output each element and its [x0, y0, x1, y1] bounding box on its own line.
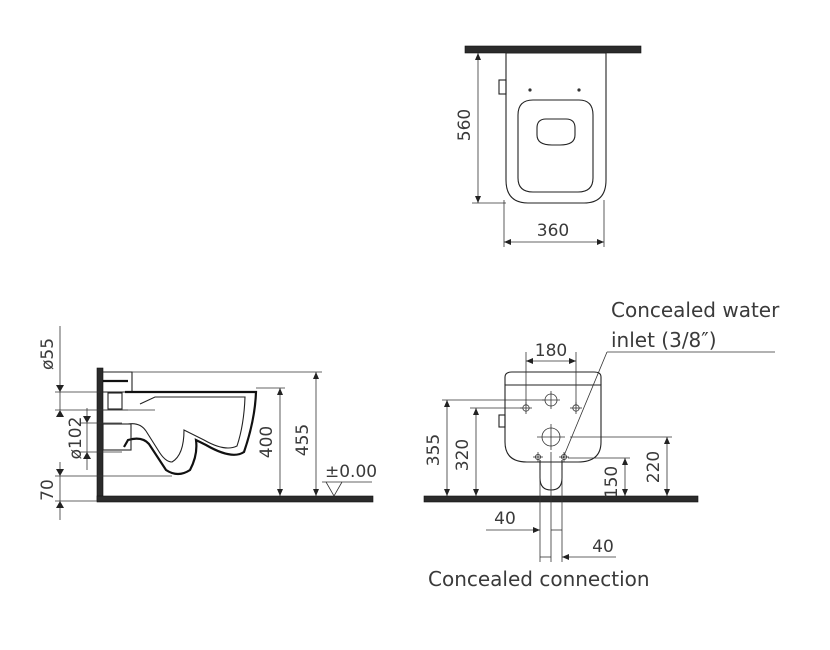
arrowhead	[56, 385, 64, 392]
front-view-seat-lid	[504, 371, 602, 385]
top-view-fixing-hole	[528, 88, 532, 92]
h455-label: 455	[293, 424, 313, 456]
inlet-leader	[562, 351, 608, 459]
inlet-label-line2: inlet (3/8″)	[611, 328, 717, 352]
top-view-seat-outline	[517, 99, 594, 193]
side-view: ø55 ø102 70 400 455 ±0.00	[38, 326, 377, 520]
arrowhead	[83, 416, 91, 423]
top-view-bowl-outline	[505, 52, 607, 204]
h70-label: 70	[38, 479, 58, 501]
depth-label: 560	[455, 109, 475, 141]
fixing-mark-low-left	[533, 452, 543, 462]
h400-label: 400	[257, 426, 277, 458]
arrowhead	[56, 501, 64, 508]
floor-level-marker	[325, 481, 343, 497]
top-view-bowl-opening	[536, 118, 576, 146]
arrowhead	[56, 469, 64, 476]
side-view-drain-pipe	[102, 423, 132, 451]
top-view-wall	[464, 45, 642, 54]
width-label: 360	[537, 221, 569, 241]
side-view-bowl-inner	[127, 396, 246, 463]
dia102-label: ø102	[66, 417, 86, 460]
dia55-label: ø55	[38, 338, 58, 370]
connection-label: Concealed connection	[428, 567, 650, 591]
side-view-cistern-block	[103, 371, 133, 393]
arrowhead	[56, 410, 64, 417]
top-view-bracket	[498, 79, 507, 95]
h150-label: 150	[602, 466, 622, 498]
drain-connection-symbol	[537, 424, 565, 450]
side-view-inlet	[107, 392, 123, 410]
side-view-bowl-outer	[123, 390, 258, 476]
inlet-label-line1: Concealed water	[611, 298, 780, 322]
fixing-mark-low-right	[559, 452, 569, 462]
h220-label: 220	[644, 451, 664, 483]
arrowhead	[83, 452, 91, 459]
front-view-bowl-outline	[504, 384, 602, 463]
h355-label: 355	[424, 434, 444, 466]
offset-right-label: 40	[592, 537, 614, 557]
front-view: Concealed water inlet (3/8″) 180 355 320…	[423, 298, 780, 591]
h320-label: 320	[453, 439, 473, 471]
side-view-floor	[96, 495, 374, 503]
front-view-bracket	[498, 414, 506, 428]
side-view-wall	[96, 367, 104, 502]
floor-level-label: ±0.00	[325, 462, 377, 482]
top-view-fixing-hole	[577, 88, 581, 92]
top-view: 560 360	[455, 45, 642, 247]
inlet-spacing-label: 180	[535, 341, 567, 361]
offset-left-label: 40	[494, 509, 516, 529]
front-view-floor	[423, 495, 699, 503]
